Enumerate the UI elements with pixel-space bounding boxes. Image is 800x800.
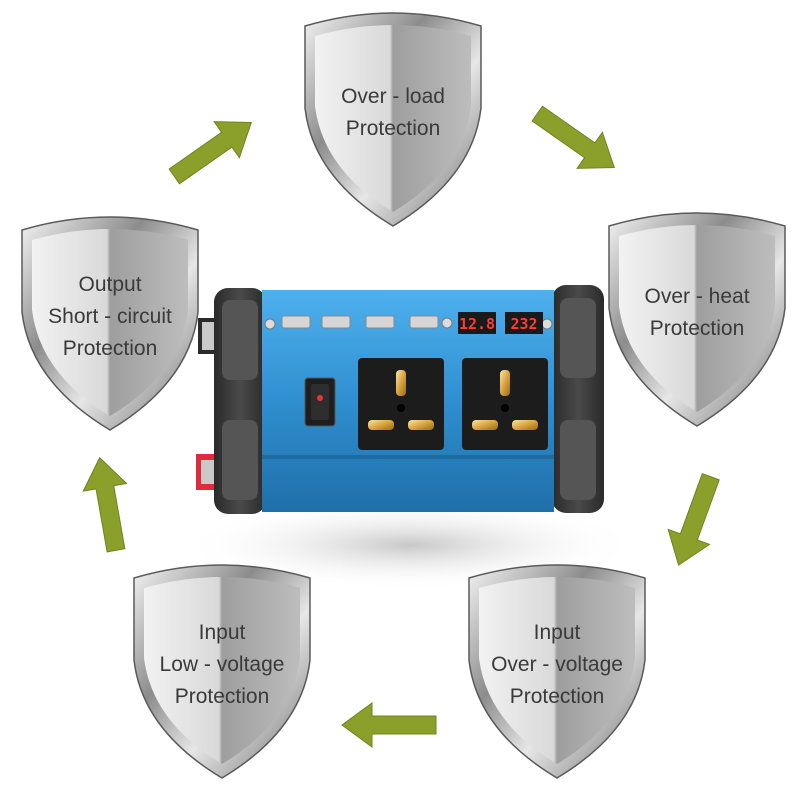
shield-label-line: Over - load xyxy=(341,85,445,108)
shield-label-line: Low - voltage xyxy=(160,653,285,676)
shield-label-line: Protection xyxy=(63,337,158,360)
screw-right xyxy=(541,318,553,330)
arrow-bottom xyxy=(341,702,437,748)
arrow-top-right xyxy=(531,105,616,169)
screw-left xyxy=(264,318,276,330)
usb-port[interactable] xyxy=(409,315,439,329)
ac-socket-right[interactable] xyxy=(462,358,548,450)
usb-port[interactable] xyxy=(281,315,311,329)
lcd-display-right xyxy=(505,312,543,334)
lcd-display-left xyxy=(458,312,496,334)
shield-label-line: Input xyxy=(199,621,246,644)
ac-socket-left[interactable] xyxy=(358,358,444,450)
shield-label-line: Protection xyxy=(510,685,605,708)
shield-label-line: Output xyxy=(78,273,141,296)
arrow-left xyxy=(82,456,128,553)
shield-label-line: Over - heat xyxy=(644,285,749,308)
switch-indicator xyxy=(317,395,323,401)
shield-label-line: Input xyxy=(534,621,581,644)
shield-label-line: Short - circuit xyxy=(48,305,172,328)
lcd-readout-right: 232 xyxy=(510,315,537,333)
arrow-right xyxy=(667,473,720,566)
shield-label-line: Protection xyxy=(346,117,441,140)
usb-port[interactable] xyxy=(365,315,395,329)
usb-port[interactable] xyxy=(321,315,351,329)
shield-label-line: Protection xyxy=(175,685,270,708)
power-inverter: 12.8 232 xyxy=(196,285,604,514)
shield-label-line: Over - voltage xyxy=(491,653,623,676)
screw-mid xyxy=(441,317,453,329)
usb-ports xyxy=(281,315,439,329)
shield-label-line: Protection xyxy=(650,317,745,340)
lcd-readout-left: 12.8 xyxy=(459,315,495,333)
arrow-top-left xyxy=(168,121,253,185)
cycle-arrows xyxy=(82,105,720,748)
